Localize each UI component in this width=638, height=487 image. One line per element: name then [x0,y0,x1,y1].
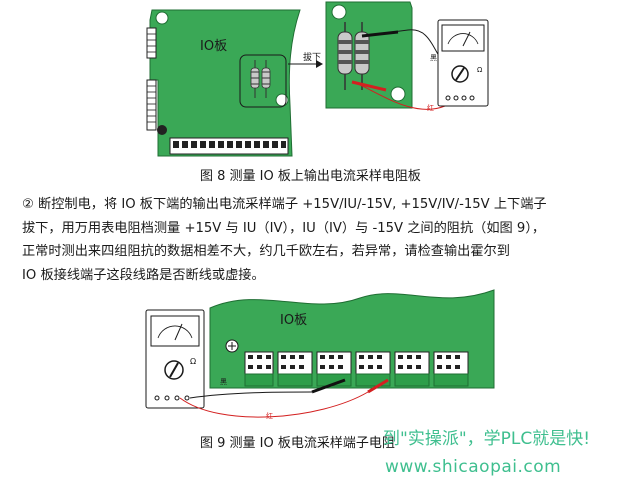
multimeter [145,309,205,409]
figure9-board-label: IO板 [280,313,307,328]
terminal-block-group [277,351,313,387]
terminal-block-group [394,351,430,387]
black-probe-wire [361,29,441,59]
figure-9-diagram: IO板 [145,289,495,420]
arrow-head-icon [316,60,323,68]
paragraph-line: ② 断控制电，将 IO 板下端的输出电流采样端子 +15V/IU/-15V, +… [22,197,547,212]
figure-8-caption: 图 8 测量 IO 板上输出电流采样电阻板 [200,169,421,184]
instruction-paragraph: ② 断控制电，将 IO 板下端的输出电流采样端子 +15V/IU/-15V, +… [22,193,622,287]
side-connector-bottom [146,79,157,131]
figure9-ohm-symbol: Ω [190,357,196,366]
mount-hole [331,4,347,20]
terminal-block-group [355,351,391,387]
watermark-slogan: 到"实操派"，学PLC就是快! [383,429,591,449]
red-probe-wire [179,391,369,418]
mount-hole [275,93,289,107]
mount-hole [155,11,169,25]
terminal-block-group [244,351,274,387]
multimeter [437,19,489,107]
paragraph-line: 拔下，用万用表电阻档测量 +15V 与 IU（IV），IU（IV）与 -15V … [22,220,546,236]
red-probe [351,80,387,92]
figure8-unplug-label: 拔下 [303,51,321,63]
small-resistor [250,60,260,98]
big-resistor [337,22,353,90]
terminal-block-group [433,351,469,387]
side-connector-top [146,27,157,59]
figure8-red-label: 红 [427,103,434,112]
figure-9-caption: 图 9 测量 IO 板电流采样端子电阻 [200,436,395,451]
io-board-left [149,9,301,157]
black-probe [311,378,346,394]
terminal-block-group [316,351,352,387]
figure9-red-label: 红 [266,411,273,420]
figure8-ohm-symbol: Ω [477,66,483,74]
figure-8-diagram: IO板 拔下 黑 [146,1,489,157]
watermark-url: www.shicaopai.com [385,457,562,477]
bottom-terminal-strip [169,137,289,155]
paragraph-line: IO 板接线端子这段线路是否断线或虚接。 [22,267,265,283]
red-probe [367,378,389,394]
black-probe [361,30,399,38]
mount-hole [157,125,167,135]
figure8-black-label: 黑 [430,54,437,62]
figure9-black-label: 黑 [220,378,227,386]
black-probe-wire [189,391,313,399]
mount-hole [390,86,406,102]
figure8-board-label: IO板 [200,39,227,54]
sampling-resistor-board [239,54,287,108]
small-resistor [261,60,271,98]
paragraph-line: 正常时测出来四组阻抗的数据相差不大，约几千欧左右，若异常，请检查输出霍尔到 [22,244,510,259]
big-resistor [354,22,370,90]
